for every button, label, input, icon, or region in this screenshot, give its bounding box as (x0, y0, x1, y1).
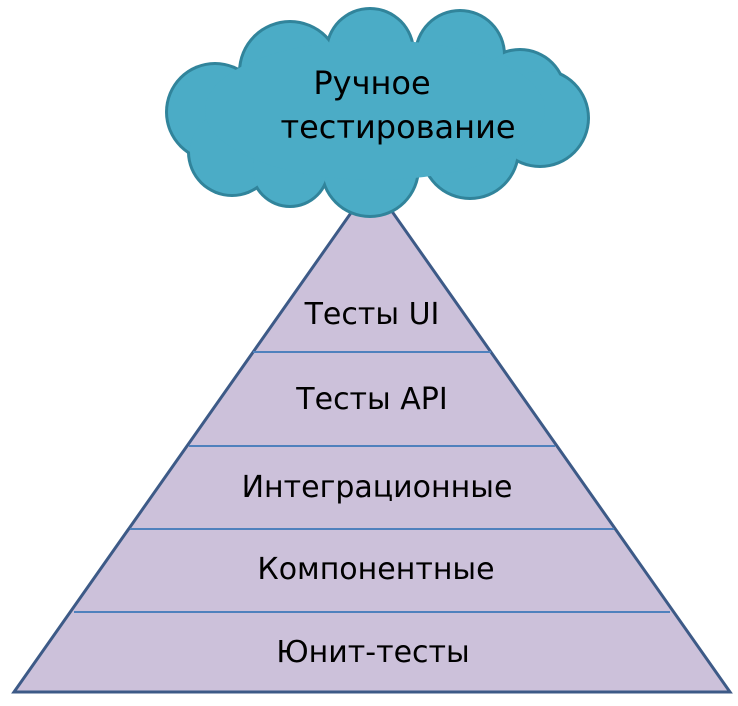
cloud: Ручное тестирование (165, 7, 590, 218)
level-unit-tests: Юнит-тесты (276, 635, 469, 670)
cloud-label-line-1: Ручное (313, 64, 430, 102)
level-api-tests: Тесты API (295, 382, 447, 417)
cloud-label-line-2: тестирование (280, 108, 515, 146)
level-component-tests: Компонентные (257, 552, 494, 587)
pyramid (11, 180, 733, 694)
level-integration-tests: Интеграционные (242, 470, 513, 505)
pyramid-dividers (74, 351, 670, 613)
level-ui-tests: Тесты UI (304, 297, 440, 332)
